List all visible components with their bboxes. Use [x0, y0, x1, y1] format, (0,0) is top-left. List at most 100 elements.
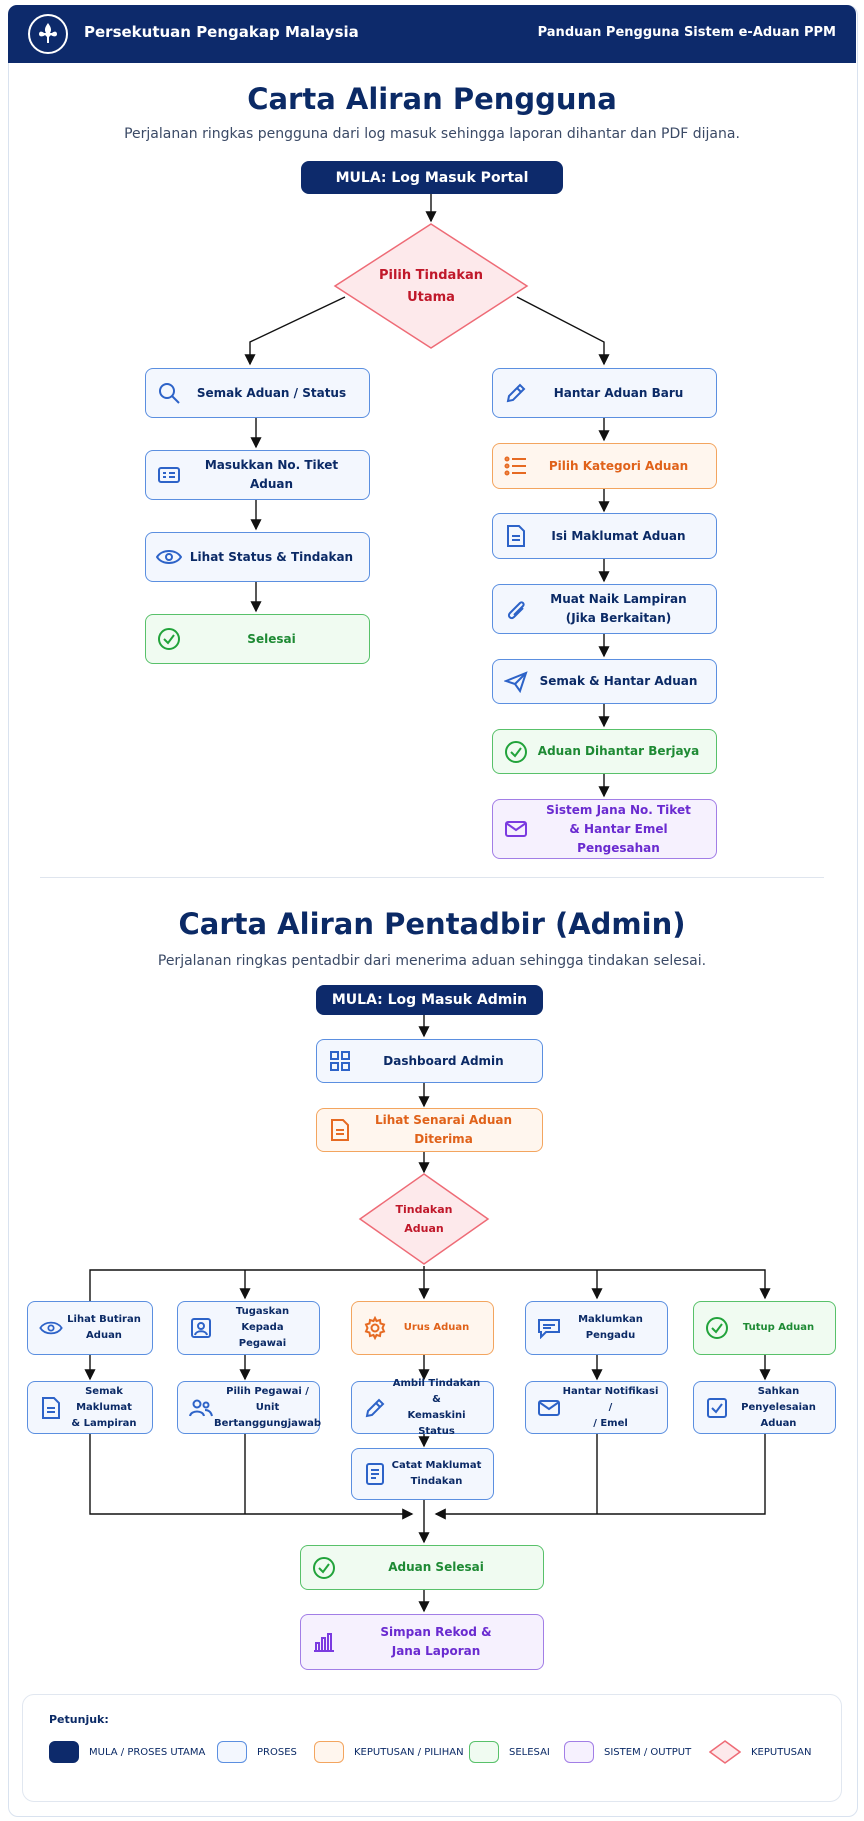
- legend-swatch: [469, 1741, 499, 1763]
- user-decision-label: Pilih Tindakan Utama: [378, 268, 483, 305]
- flow-step-view-status: Lihat Status & Tindakan: [145, 532, 370, 582]
- note-icon: [362, 1461, 388, 1487]
- step-label: Pilih Pegawai / Unit Bertanggungjawab: [214, 1385, 322, 1429]
- user-flow-title: Carta Aliran Pengguna: [247, 82, 617, 116]
- step-label: Tugaskan Kepada Pegawai: [235, 1306, 290, 1349]
- step-label: Aduan Selesai: [388, 1560, 484, 1574]
- document-icon: [38, 1395, 64, 1421]
- legend-label: SISTEM / OUTPUT: [604, 1746, 692, 1758]
- guide-title: Panduan Pengguna Sistem e-Aduan PPM: [537, 25, 836, 40]
- search-icon: [156, 380, 182, 406]
- user-start-box: MULA: Log Masuk Portal: [301, 161, 563, 194]
- legend-item: KEPUTUSAN: [709, 1740, 812, 1764]
- step-label: Aduan Dihantar Berjaya: [537, 744, 700, 758]
- legend-label: MULA / PROSES UTAMA: [89, 1746, 206, 1758]
- branch-select-officer: Pilih Pegawai / Unit Bertanggungjawab: [177, 1381, 321, 1434]
- org-name: Persekutuan Pengakap Malaysia: [84, 23, 359, 41]
- admin-decision-label: Tindakan Aduan: [395, 1203, 453, 1235]
- checkbox-icon: [704, 1395, 730, 1421]
- legend-item: SELESAI: [469, 1740, 550, 1764]
- gear-icon: [362, 1315, 388, 1341]
- user-decision-diamond: [333, 223, 529, 349]
- flow-step-enter-ticket: Masukkan No. Tiket Aduan: [145, 450, 370, 500]
- step-label: Pilih Kategori Aduan: [548, 458, 689, 473]
- flow-step-submitted: Aduan Dihantar Berjaya: [492, 729, 717, 774]
- paperclip-icon: [503, 596, 529, 622]
- step-label: Tutup Aduan: [742, 1322, 815, 1333]
- legend: Petunjuk: MULA / PROSES UTAMA PROSES KEP…: [22, 1694, 842, 1802]
- legend-swatch: [49, 1741, 79, 1763]
- legend-label: KEPUTUSAN / PILIHAN: [354, 1746, 464, 1758]
- admin-decision-diamond: [358, 1173, 490, 1265]
- flow-step-upload: Muat Naik Lampiran (Jika Berkaitan): [492, 584, 717, 634]
- legend-label: PROSES: [257, 1746, 297, 1758]
- eye-icon: [38, 1315, 64, 1341]
- list-icon: [503, 453, 529, 479]
- dashboard-grid-icon: [327, 1048, 353, 1074]
- branch-manage-complaint: Urus Aduan: [351, 1301, 494, 1355]
- scout-logo-icon: [28, 14, 68, 54]
- flow-step-check-status: Semak Aduan / Status: [145, 368, 370, 418]
- step-label: Muat Naik Lampiran (Jika Berkaitan): [550, 592, 687, 625]
- check-circle-icon: [311, 1555, 337, 1581]
- header-bar: Persekutuan Pengakap Malaysia Panduan Pe…: [8, 5, 856, 63]
- users-icon: [188, 1395, 214, 1421]
- check-circle-icon: [704, 1315, 730, 1341]
- legend-label: KEPUTUSAN: [751, 1746, 812, 1758]
- flow-step-dashboard: Dashboard Admin: [316, 1039, 543, 1083]
- flow-step-submit: Semak & Hantar Aduan: [492, 659, 717, 704]
- admin-start-box: MULA: Log Masuk Admin: [316, 985, 543, 1015]
- step-label: Dashboard Admin: [383, 1053, 504, 1068]
- bar-chart-icon: [311, 1629, 337, 1655]
- step-label: Lihat Butiran Aduan: [67, 1314, 141, 1341]
- step-label: Semak Maklumat & Lampiran: [71, 1385, 137, 1429]
- step-label: Hantar Notifikasi / / Emel: [562, 1385, 659, 1429]
- flow-step-new-complaint: Hantar Aduan Baru: [492, 368, 717, 418]
- legend-item: KEPUTUSAN / PILIHAN: [314, 1740, 464, 1764]
- branch-close-complaint: Tutup Aduan: [693, 1301, 836, 1355]
- admin-flow-title: Carta Aliran Pentadbir (Admin): [178, 907, 686, 941]
- branch-confirm-resolution: Sahkan Penyelesaian Aduan: [693, 1381, 836, 1434]
- branch-assign-officer: Tugaskan Kepada Pegawai: [177, 1301, 320, 1355]
- check-circle-icon: [156, 626, 182, 652]
- legend-swatch: [314, 1741, 344, 1763]
- step-label: Selesai: [247, 631, 296, 646]
- step-label: Simpan Rekod & Jana Laporan: [380, 1625, 492, 1658]
- ticket-icon: [156, 462, 182, 488]
- step-label: Masukkan No. Tiket Aduan: [204, 458, 339, 491]
- legend-swatch: [217, 1741, 247, 1763]
- user-icon: [188, 1315, 214, 1341]
- branch-view-details: Lihat Butiran Aduan: [27, 1301, 153, 1355]
- pencil-icon: [503, 380, 529, 406]
- branch-record-action: Catat Maklumat Tindakan: [351, 1448, 494, 1500]
- branch-send-notification: Hantar Notifikasi / / Emel: [525, 1381, 668, 1434]
- mail-icon: [536, 1395, 562, 1421]
- step-label: Lihat Status & Tindakan: [189, 549, 354, 564]
- step-label: Semak & Hantar Aduan: [539, 674, 698, 688]
- legend-label: SELESAI: [509, 1746, 550, 1758]
- document-icon: [327, 1117, 353, 1143]
- legend-swatch: [564, 1741, 594, 1763]
- step-label: Sahkan Penyelesaian Aduan: [741, 1385, 816, 1429]
- flow-step-system-ticket: Sistem Jana No. Tiket & Hantar Emel Peng…: [492, 799, 717, 859]
- mail-icon: [503, 816, 529, 842]
- branch-check-details: Semak Maklumat & Lampiran: [27, 1381, 153, 1434]
- user-flow-subtitle: Perjalanan ringkas pengguna dari log mas…: [124, 126, 740, 142]
- step-label: Hantar Aduan Baru: [553, 385, 684, 400]
- flow-step-complaint-resolved: Aduan Selesai: [300, 1545, 544, 1590]
- branch-inform-complainant: Maklumkan Pengadu: [525, 1301, 668, 1355]
- step-label: Urus Aduan: [403, 1322, 470, 1333]
- legend-item: MULA / PROSES UTAMA: [49, 1740, 205, 1764]
- branch-take-action: Ambil Tindakan & Kemaskini Status: [351, 1378, 494, 1437]
- flow-step-fill-details: Isi Maklumat Aduan: [492, 513, 717, 559]
- document-icon: [503, 523, 529, 549]
- step-label: Sistem Jana No. Tiket & Hantar Emel Peng…: [546, 802, 691, 855]
- send-icon: [503, 669, 529, 695]
- chat-icon: [536, 1315, 562, 1341]
- step-label: Semak Aduan / Status: [196, 385, 347, 400]
- legend-diamond-swatch: [709, 1740, 741, 1764]
- pencil-icon: [362, 1395, 388, 1421]
- section-divider: [40, 877, 824, 878]
- flow-step-done: Selesai: [145, 614, 370, 664]
